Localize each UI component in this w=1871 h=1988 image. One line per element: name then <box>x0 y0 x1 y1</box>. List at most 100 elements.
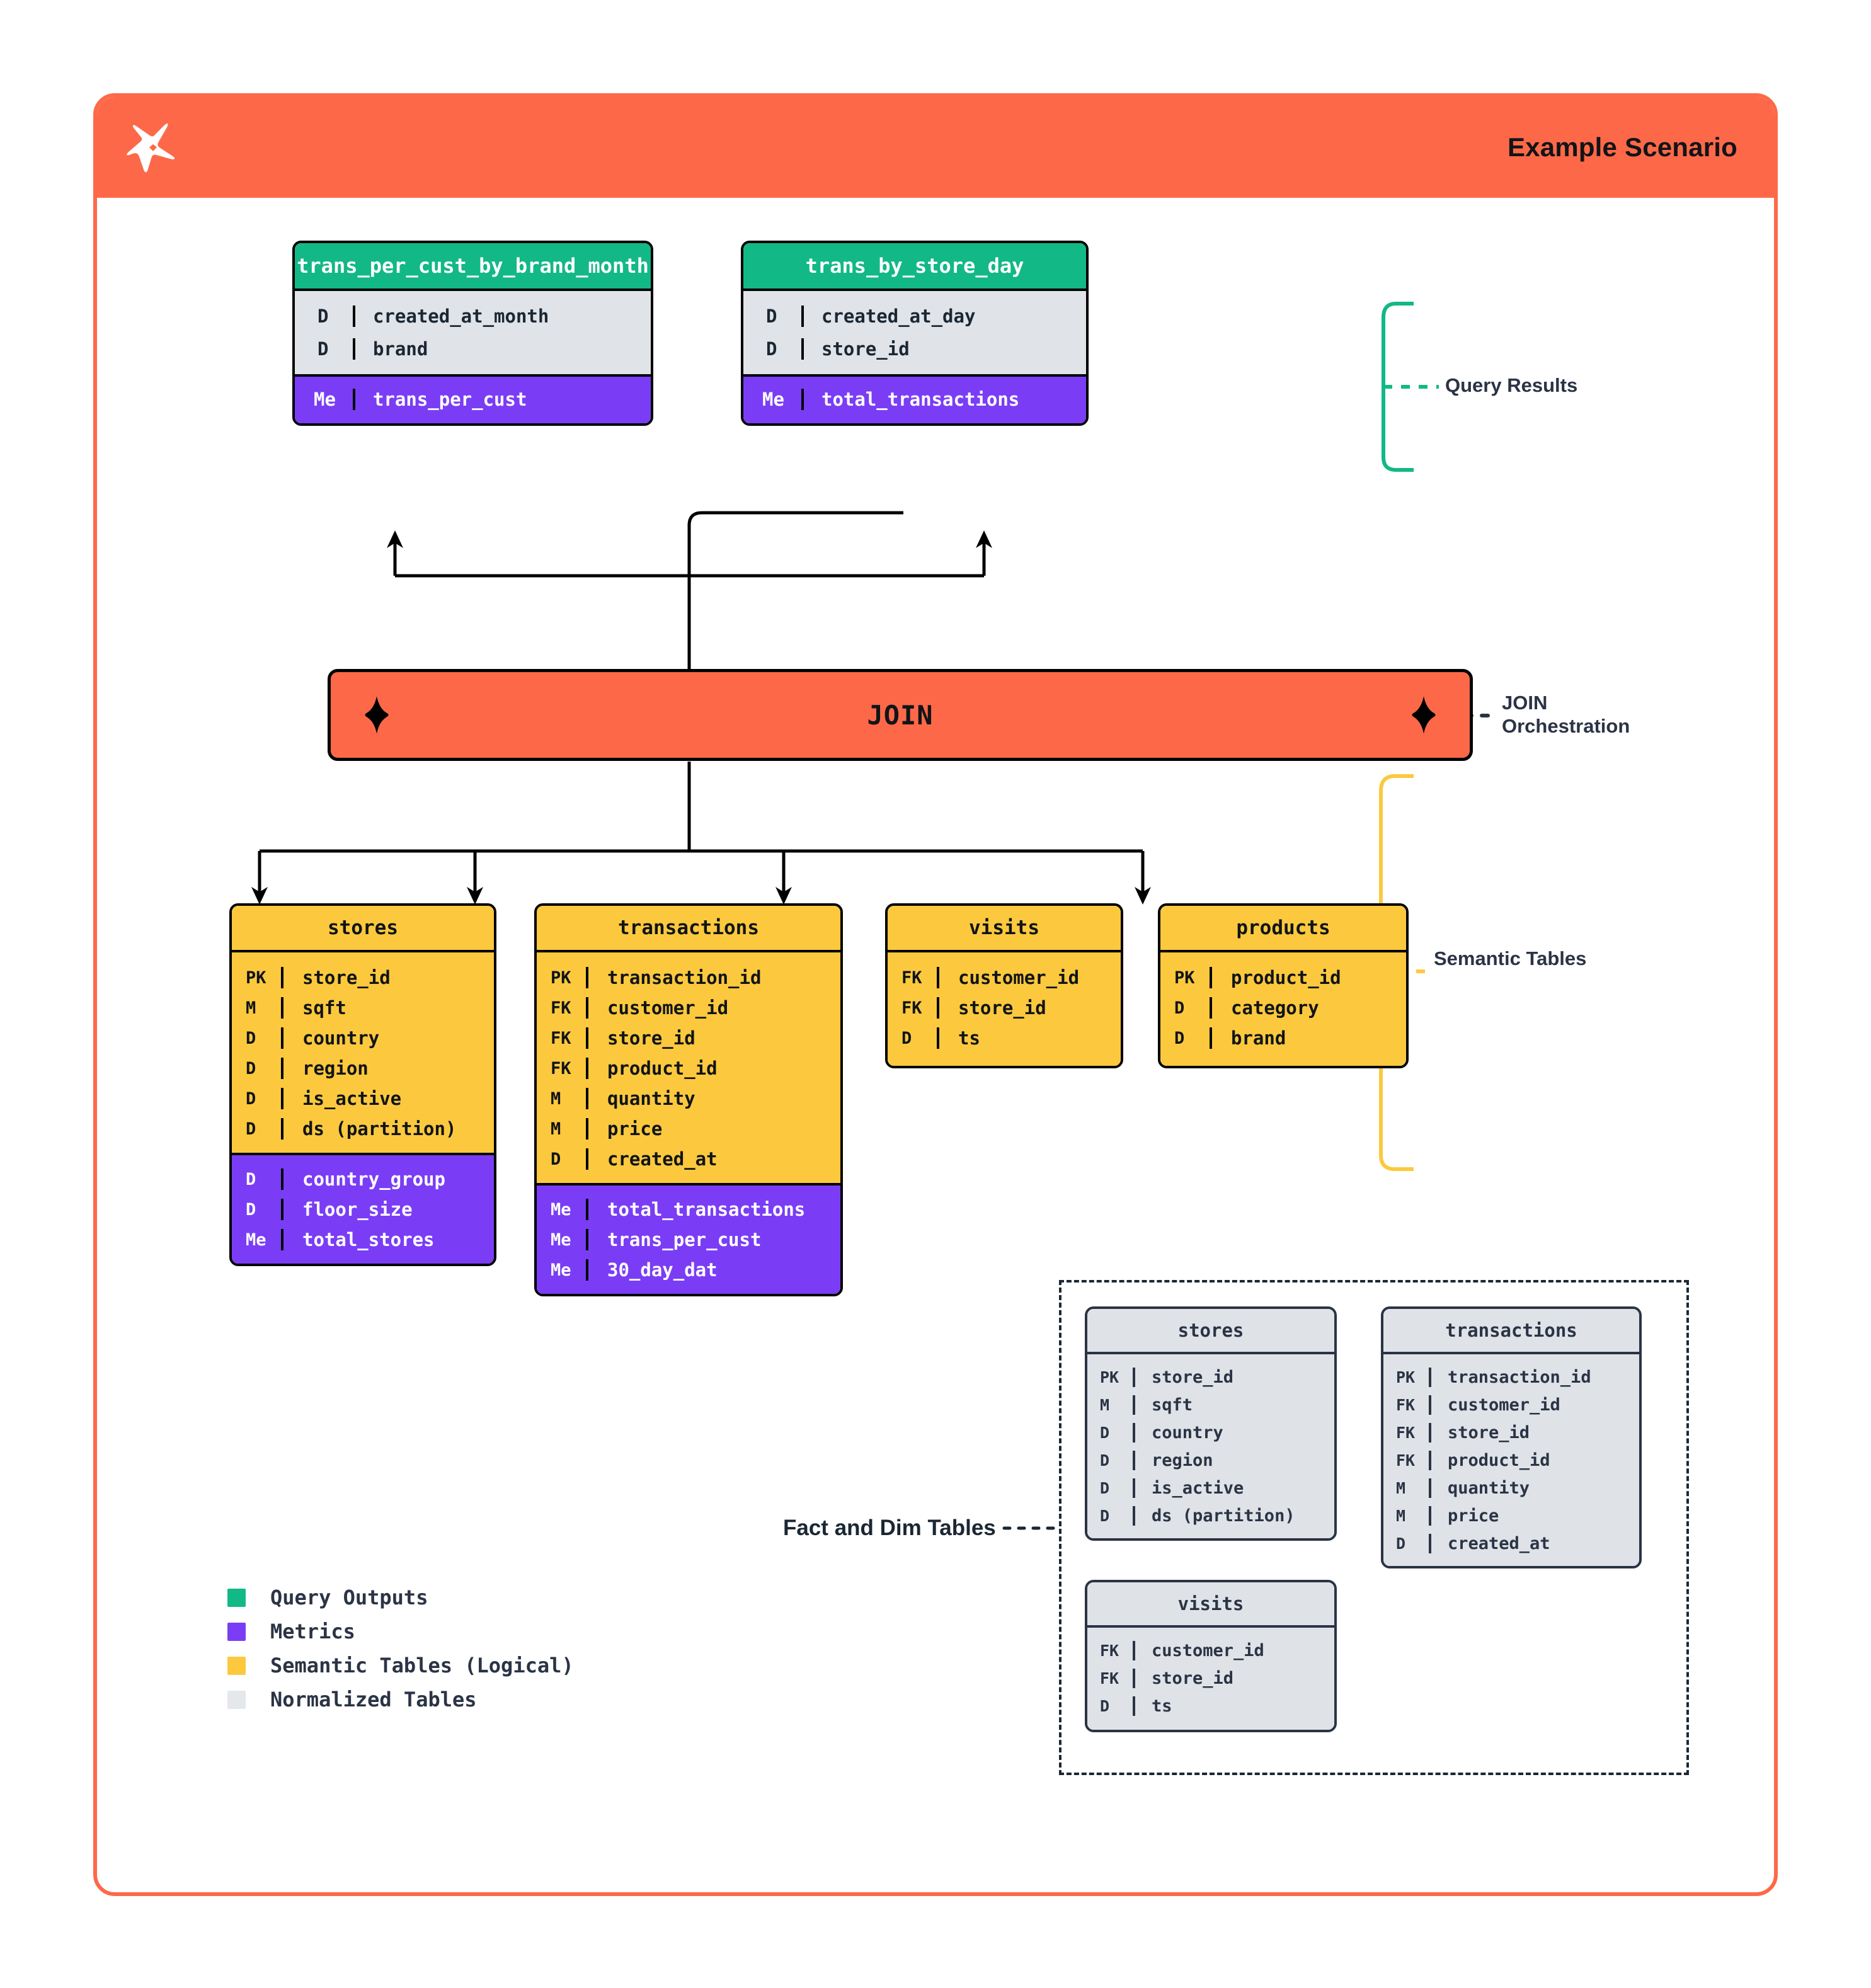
column-section: PK transaction_id FK customer_id FK stor… <box>1383 1352 1639 1566</box>
normalized-table-visits[interactable]: visits FK customer_id FK store_id D ts <box>1085 1580 1337 1732</box>
legend-item: Metrics <box>227 1614 574 1648</box>
row-value: product_id <box>1210 967 1406 988</box>
table-row: D region <box>232 1053 494 1083</box>
table-row: PK store_id <box>232 963 494 993</box>
table-header: trans_by_store_day <box>743 243 1086 288</box>
table-row: D floor_size <box>232 1194 494 1225</box>
row-key: D <box>1174 998 1185 1018</box>
table-row: M price <box>537 1114 840 1144</box>
table-header: products <box>1160 906 1406 950</box>
table-row: FK product_id <box>1383 1446 1639 1474</box>
row-key: Me <box>246 1230 266 1250</box>
row-value: store_id <box>281 967 494 988</box>
row-value: ts <box>937 1027 1121 1049</box>
legend-label: Normalized Tables <box>270 1688 477 1711</box>
column-section: PK transaction_id FK customer_id FK stor… <box>537 950 840 1183</box>
row-key: Me <box>551 1199 571 1220</box>
row-value: region <box>1133 1450 1334 1470</box>
fact-and-dim-tables-group <box>1059 1280 1689 1775</box>
row-key: D <box>246 1119 256 1139</box>
legend-swatch-metrics <box>227 1622 246 1641</box>
row-value: ds (partition) <box>1133 1505 1334 1526</box>
row-key: D <box>1100 1696 1110 1715</box>
row-value: 30_day_dat <box>586 1259 840 1281</box>
table-row: Me total_transactions <box>537 1194 840 1225</box>
row-key: FK <box>1396 1423 1416 1442</box>
row-key: FK <box>551 1028 571 1048</box>
row-key: FK <box>901 998 922 1018</box>
row-value: created_at_month <box>353 306 651 327</box>
row-value: quantity <box>1429 1478 1639 1498</box>
table-row: D created_at <box>537 1144 840 1174</box>
table-row: Me trans_per_cust <box>537 1225 840 1255</box>
page-title: Example Scenario <box>1507 132 1737 162</box>
header-bar: Example Scenario <box>97 97 1774 198</box>
row-key: Me <box>762 389 784 410</box>
metric-section: Me total_transactions Me trans_per_cust … <box>537 1183 840 1294</box>
row-key: Me <box>551 1260 571 1280</box>
normalized-table-stores[interactable]: stores PK store_id M sqft D country D re… <box>1085 1306 1337 1541</box>
table-header: transactions <box>1383 1309 1639 1352</box>
row-key: M <box>246 998 256 1018</box>
x-sparkle-logo-icon <box>127 123 175 173</box>
row-key: Me <box>551 1230 571 1250</box>
table-row: D country <box>232 1023 494 1053</box>
diagram-frame: Example Scenario <box>93 93 1778 1896</box>
sparkle-diamond-icon <box>365 696 389 734</box>
query-result-table-trans-per-cust-by-brand-month[interactable]: trans_per_cust_by_brand_month D created_… <box>292 241 653 426</box>
table-row: D brand <box>1160 1023 1406 1053</box>
row-key: D <box>551 1149 561 1169</box>
semantic-table-products[interactable]: products PK product_id D category D bran… <box>1158 903 1409 1068</box>
table-row: FK store_id <box>888 993 1121 1023</box>
row-value: sqft <box>1133 1395 1334 1415</box>
table-header: stores <box>232 906 494 950</box>
row-key: FK <box>551 1058 571 1078</box>
semantic-table-transactions[interactable]: transactions PK transaction_id FK custom… <box>534 903 843 1296</box>
table-row: M sqft <box>1087 1391 1334 1419</box>
semantic-table-stores[interactable]: stores PK store_id M sqft D country D re… <box>229 903 496 1266</box>
row-value: country <box>1133 1422 1334 1442</box>
row-value: customer_id <box>586 997 840 1019</box>
row-value: price <box>1429 1505 1639 1526</box>
table-row: D category <box>1160 993 1406 1023</box>
column-section: FK customer_id FK store_id D ts <box>1087 1625 1334 1730</box>
row-value: created_at <box>1429 1533 1639 1553</box>
table-row: FK product_id <box>537 1053 840 1083</box>
normalized-table-transactions[interactable]: transactions PK transaction_id FK custom… <box>1381 1306 1642 1568</box>
table-row: M price <box>1383 1502 1639 1529</box>
row-key: PK <box>1396 1368 1416 1386</box>
legend-label: Query Outputs <box>270 1585 428 1609</box>
legend-label: Metrics <box>270 1620 355 1643</box>
join-orchestration-bar[interactable]: JOIN <box>328 669 1473 761</box>
row-value: region <box>281 1058 494 1079</box>
row-value: customer_id <box>1133 1640 1334 1660</box>
row-key: D <box>766 306 777 327</box>
row-key: PK <box>1174 968 1195 988</box>
row-value: category <box>1210 997 1406 1019</box>
table-row: Me 30_day_dat <box>537 1255 840 1285</box>
row-key: D <box>1100 1423 1110 1442</box>
metric-section: D country_group D floor_size Me total_st… <box>232 1153 494 1264</box>
semantic-table-visits[interactable]: visits FK customer_id FK store_id D ts <box>885 903 1123 1068</box>
column-section: PK store_id M sqft D country D region D … <box>1087 1352 1334 1538</box>
row-value: brand <box>1210 1027 1406 1049</box>
row-value: total_transactions <box>801 389 1086 410</box>
dimension-section: D created_at_day D store_id <box>743 288 1086 374</box>
row-value: customer_id <box>937 967 1121 988</box>
table-row: M quantity <box>1383 1474 1639 1502</box>
metric-section: Me total_transactions <box>743 374 1086 423</box>
row-value: brand <box>353 338 651 360</box>
row-value: customer_id <box>1429 1395 1639 1415</box>
legend-item: Semantic Tables (Logical) <box>227 1648 574 1682</box>
column-section: FK customer_id FK store_id D ts <box>888 950 1121 1066</box>
query-result-table-trans-by-store-day[interactable]: trans_by_store_day D created_at_day D st… <box>741 241 1089 426</box>
row-key: D <box>1174 1028 1185 1048</box>
row-value: store_id <box>1133 1367 1334 1387</box>
row-key: PK <box>551 968 571 988</box>
table-header: stores <box>1087 1309 1334 1352</box>
table-row: D is_active <box>232 1083 494 1114</box>
legend-label: Semantic Tables (Logical) <box>270 1654 574 1677</box>
row-value: store_id <box>586 1027 840 1049</box>
sparkle-diamond-icon <box>1412 696 1436 734</box>
row-key: D <box>246 1169 256 1189</box>
